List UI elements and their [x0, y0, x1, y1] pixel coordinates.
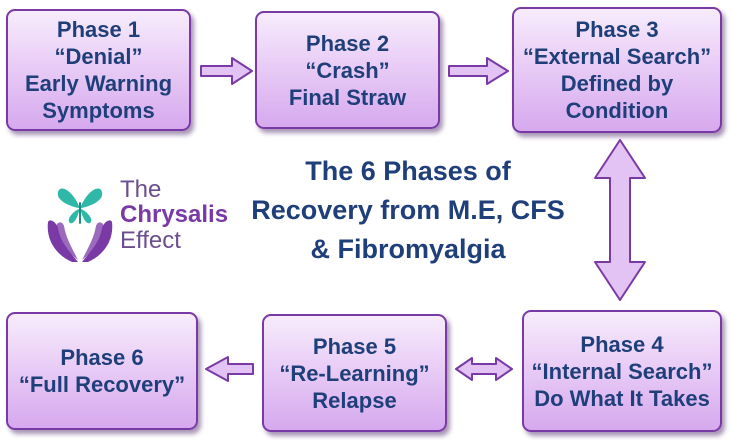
phase-4-line-3: Do What It Takes: [534, 385, 710, 411]
arrow-phase3-phase4: [594, 139, 646, 301]
butterfly-hands-icon: [47, 188, 113, 262]
phase-5-line-1: Phase 5: [312, 333, 397, 359]
phase-4-line-2: “Internal Search”: [531, 358, 713, 384]
phase-2-box: Phase 2 “Crash” Final Straw: [255, 11, 440, 129]
title-line-1: The 6 Phases of: [305, 156, 511, 186]
phase-2-line-3: Final Straw: [288, 84, 407, 110]
phase-6-line-2: “Full Recovery”: [18, 372, 186, 397]
chrysalis-logo: The Chrysalis Effect: [42, 176, 232, 266]
phase-1-line-3: Early Warning: [24, 71, 173, 96]
phase-3-line-4: Condition: [565, 98, 669, 123]
phase-2-line-2: “Crash”: [305, 57, 390, 83]
title-line-2: Recovery from M.E, CFS: [251, 195, 565, 225]
phase-5-box: Phase 5 “Re-Learning” Relapse: [262, 314, 447, 432]
phase-6-box: Phase 6 “Full Recovery”: [6, 312, 198, 430]
arrow-phase1-to-phase2: [200, 57, 253, 85]
phase-5-line-3: Relapse: [312, 387, 397, 413]
diagram-title: The 6 Phases of Recovery from M.E, CFS &…: [238, 152, 578, 269]
phase-3-line-2: “External Search”: [522, 44, 712, 69]
title-line-3: & Fibromyalgia: [310, 234, 506, 264]
arrow-phase5-to-phase6: [205, 356, 254, 382]
phase-1-box: Phase 1 “Denial” Early Warning Symptoms: [6, 9, 191, 131]
arrow-phase4-phase5: [455, 357, 513, 381]
logo-word-effect: Effect: [120, 227, 181, 254]
phase-4-line-1: Phase 4: [580, 331, 664, 357]
phase-3-box: Phase 3 “External Search” Defined by Con…: [512, 7, 722, 133]
logo-word-chrysalis: Chrysalis: [120, 201, 229, 228]
phase-1-line-4: Symptoms: [42, 98, 155, 123]
phase-2-line-1: Phase 2: [305, 30, 390, 56]
phase-5-line-2: “Re-Learning”: [279, 360, 430, 386]
phase-1-line-2: “Denial”: [54, 44, 143, 69]
arrow-phase2-to-phase3: [448, 57, 509, 85]
phase-6-line-1: Phase 6: [60, 345, 144, 370]
phase-1-line-1: Phase 1: [56, 17, 141, 42]
phase-3-line-1: Phase 3: [575, 17, 659, 42]
logo-word-the: The: [120, 176, 162, 203]
phase-4-box: Phase 4 “Internal Search” Do What It Tak…: [522, 310, 722, 432]
phase-3-line-3: Defined by: [560, 71, 674, 96]
